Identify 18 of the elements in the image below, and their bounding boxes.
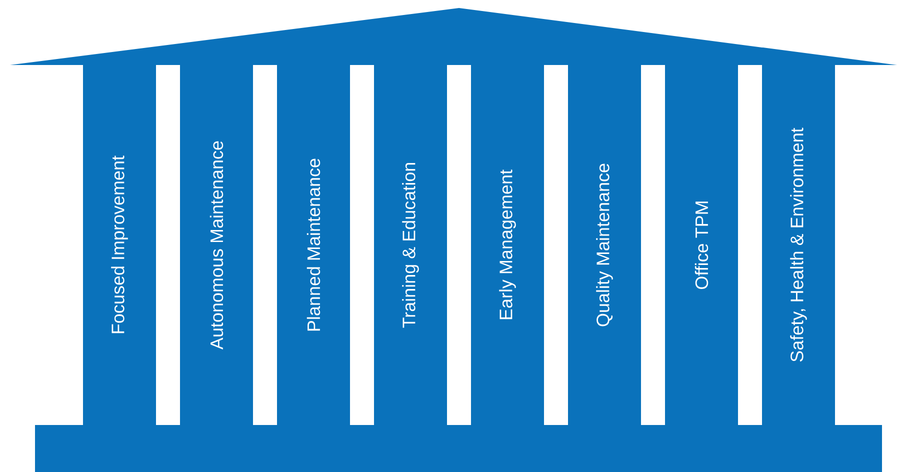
pillar: Quality Maintenance [568, 65, 641, 425]
node-label: Autonomous Maintenance [210, 141, 224, 350]
node-label: Quality Maintenance [596, 164, 613, 326]
node-label: Planned Maintenance [306, 158, 320, 331]
node-label: Training & Education [402, 162, 419, 328]
pillar: Planned Maintenance [277, 65, 350, 425]
pillar: Training & Education [374, 65, 447, 425]
pillar: Autonomous Maintenance [180, 65, 253, 425]
pillar: Early Management [471, 65, 544, 425]
roof [10, 8, 897, 65]
node-label: Office TPM [694, 202, 708, 289]
pillar: Safety, Health & Environment [762, 65, 835, 425]
node-label: Early Management [499, 170, 516, 320]
pillar: Focused Improvement [83, 65, 156, 425]
node-label: Focused Improvement [111, 156, 128, 334]
node-label: Safety, Health & Environment [790, 128, 807, 362]
base-platform [35, 425, 882, 472]
pillar: Office TPM [665, 65, 738, 425]
